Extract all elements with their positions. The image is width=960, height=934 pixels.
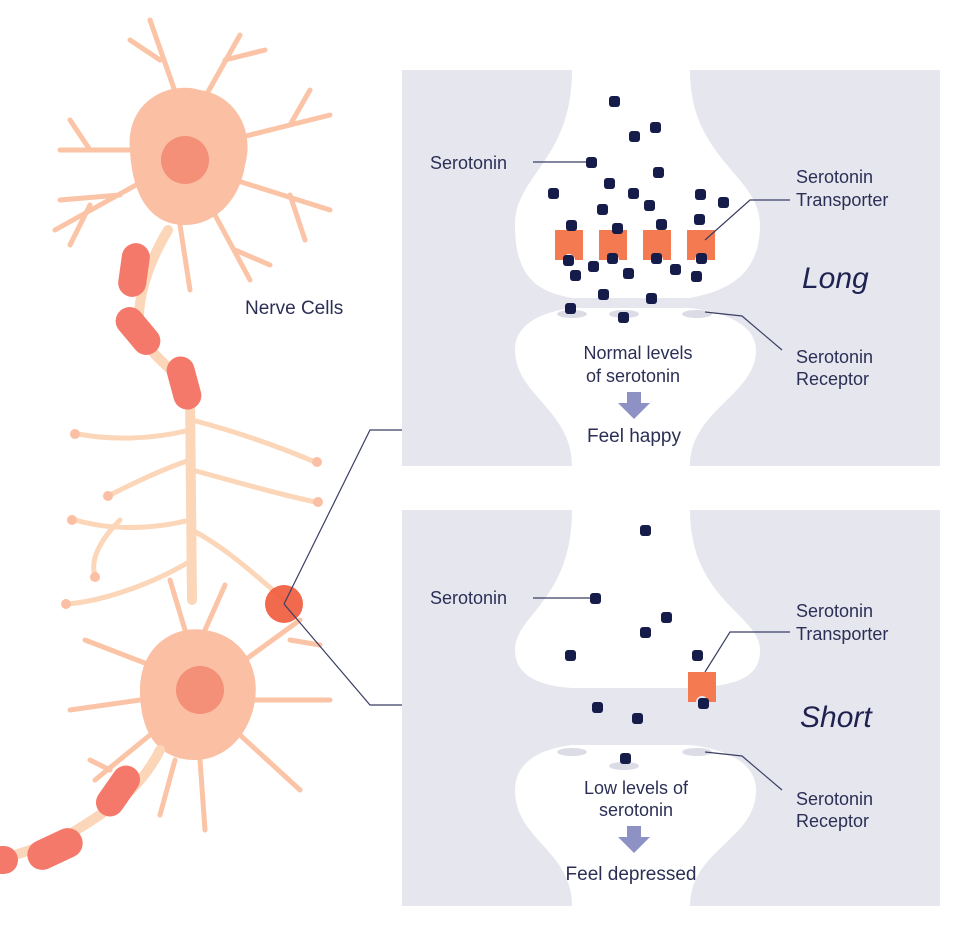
panel-long: Serotonin Serotonin Transporter Long Ser… — [402, 70, 940, 466]
zoom-connector-lines — [283, 429, 402, 706]
leader-lines-short — [533, 597, 790, 791]
level-text-long-line2: of serotonin — [586, 366, 680, 386]
nerve-cells-label: Nerve Cells — [245, 298, 343, 319]
serotonin-label-long: Serotonin — [430, 153, 507, 173]
axon — [134, 225, 197, 605]
postsynaptic-terminal-short — [515, 745, 756, 906]
receptor-pads-short — [557, 748, 712, 770]
level-text-short-line1: Low levels of — [584, 778, 689, 798]
transporter-label-short-line2: Transporter — [796, 624, 888, 644]
level-text-short-line2: serotonin — [599, 800, 673, 820]
leader-lines-long — [533, 161, 790, 351]
axon-terminal-knobs — [61, 429, 323, 609]
receptor-label-long-line2: Receptor — [796, 369, 869, 389]
receptor-label-short-line2: Receptor — [796, 811, 869, 831]
postsynaptic-terminal-long — [515, 308, 756, 466]
transporter-label-long-line2: Transporter — [796, 190, 888, 210]
outcome-text-long: Feel happy — [587, 426, 682, 447]
outcome-text-short: Feel depressed — [566, 864, 697, 885]
transporter-label-short-line1: Serotonin — [796, 601, 873, 621]
down-arrow-long — [618, 392, 650, 419]
panel-short: Serotonin Serotonin Transporter Short Se… — [402, 510, 940, 906]
serotonin-molecules-long — [548, 96, 729, 323]
axon-terminal-branches — [65, 417, 319, 607]
transporter-label-long-line1: Serotonin — [796, 167, 873, 187]
upper-cell-nucleus — [161, 136, 209, 184]
panel-title-short: Short — [800, 701, 873, 734]
receptor-label-long-line1: Serotonin — [796, 347, 873, 367]
level-text-long-line1: Normal levels — [583, 343, 692, 363]
receptor-label-short-line1: Serotonin — [796, 789, 873, 809]
myelin-sheaths-upper — [115, 243, 202, 410]
lower-cell-dendrites — [67, 577, 333, 833]
serotonin-molecules-short — [565, 525, 709, 764]
myelin-sheaths-lower — [0, 765, 141, 874]
neuron-illustration: Nerve Cells — [0, 17, 343, 874]
transporter-short — [688, 672, 716, 702]
receptor-pads-long — [557, 310, 712, 318]
lower-cell-nucleus — [176, 666, 224, 714]
transporters-long — [555, 230, 715, 260]
panel-title-long: Long — [802, 262, 869, 295]
presynaptic-terminal-short — [515, 510, 760, 688]
serotonin-label-short: Serotonin — [430, 588, 507, 608]
down-arrow-short — [618, 826, 650, 853]
